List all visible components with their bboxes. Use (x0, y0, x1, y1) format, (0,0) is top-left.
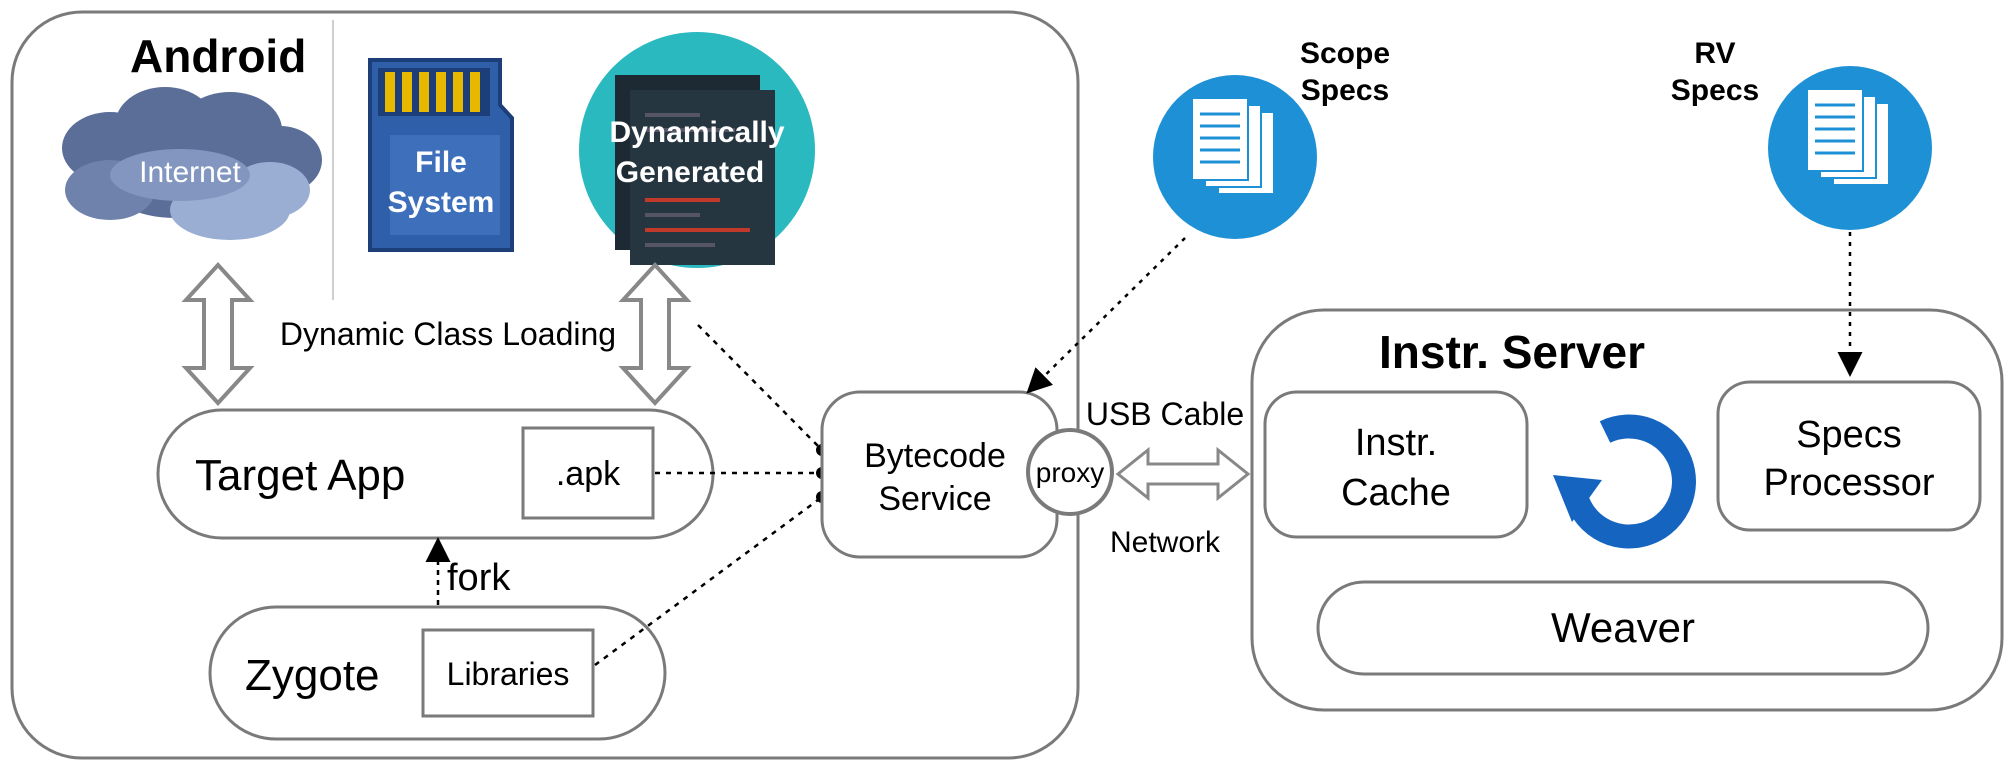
usb-cable-label: USB Cable (1086, 396, 1244, 432)
internet-cloud-icon: Internet (62, 87, 322, 240)
bytecode-service-line2: Service (878, 480, 991, 518)
network-double-arrow (1115, 446, 1251, 502)
instr-server-title: Instr. Server (1379, 326, 1645, 378)
dynamic-code-icon: Dynamically Generated (579, 32, 815, 268)
rv-specs-label-2: Specs (1671, 74, 1759, 107)
target-app-label: Target App (195, 451, 405, 500)
android-container (10, 10, 1080, 760)
scope-specs-label-1: Scope (1300, 37, 1390, 70)
proxy-label: proxy (1036, 457, 1104, 488)
sd-card-icon: File System (368, 58, 514, 252)
bytecode-service-line1: Bytecode (864, 437, 1006, 475)
weaver-box (1316, 580, 1930, 676)
double-arrow-left (181, 262, 255, 406)
instr-cache-line2: Cache (1341, 472, 1451, 514)
libraries-to-bytecode-line (594, 495, 823, 667)
instr-cache-box (1263, 390, 1529, 539)
rv-specs-document-icon (1768, 66, 1932, 230)
proxy-circle (1026, 428, 1114, 516)
file-system-label-1: File (415, 146, 467, 179)
instr-cache-line1: Instr. (1355, 422, 1437, 464)
double-arrow-right (618, 262, 692, 406)
apk-label: .apk (556, 455, 621, 493)
dynamic-to-bytecode-line (697, 324, 823, 451)
scope-specs-to-bytecode-arrow (1026, 237, 1186, 394)
apk-box (521, 426, 655, 520)
weaver-label: Weaver (1551, 604, 1695, 651)
file-system-label-2: System (388, 186, 495, 219)
libraries-box (421, 628, 595, 718)
specs-processor-line2: Processor (1763, 462, 1934, 504)
refresh-icon (1553, 414, 1696, 549)
specs-processor-box (1716, 380, 1982, 532)
fork-label: fork (447, 557, 511, 599)
dynamic-class-loading-label: Dynamic Class Loading (280, 316, 616, 352)
rv-specs-label-1: RV (1694, 37, 1735, 70)
dynamic-label-1: Dynamically (609, 116, 784, 149)
scope-specs-document-icon (1153, 75, 1317, 239)
android-title: Android (130, 30, 306, 82)
libraries-label: Libraries (447, 656, 570, 692)
dynamic-label-2: Generated (616, 156, 764, 189)
zygote-label: Zygote (245, 651, 380, 700)
scope-specs-label-2: Specs (1301, 74, 1389, 107)
internet-label: Internet (139, 156, 241, 189)
network-label: Network (1110, 526, 1221, 559)
instr-server-container (1250, 308, 2004, 712)
specs-processor-line1: Specs (1796, 414, 1902, 456)
